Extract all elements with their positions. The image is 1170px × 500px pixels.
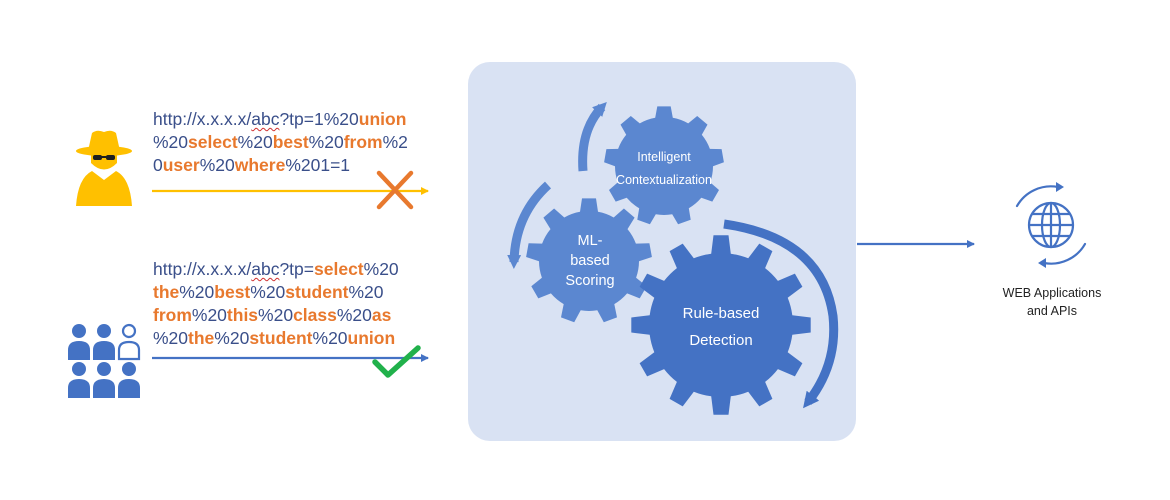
url-segment: %201=1 (285, 155, 351, 175)
url-line: from%20this%20class%20as (153, 304, 399, 327)
gear-intelligent (604, 106, 724, 225)
sql-keyword: best (272, 132, 309, 152)
sql-keyword: the (188, 328, 215, 348)
gear-ml-scoring (526, 198, 652, 323)
hacker-icon (76, 130, 132, 206)
url-segment: %20 (308, 132, 344, 152)
url-line: http://x.x.x.x/abc?tp=1%20union (153, 108, 408, 131)
gear-label-rule-detection: Rule-based Detection (682, 305, 760, 349)
sql-keyword: this (226, 305, 259, 325)
url-segment: %20 (336, 305, 372, 325)
globe-arrowheads (1038, 182, 1064, 268)
url-segment: %20 (312, 328, 348, 348)
sql-keyword: where (234, 155, 286, 175)
url-segment: 0 (153, 155, 163, 175)
url-segment: %20 (179, 282, 215, 302)
allowed-check-icon (372, 345, 421, 378)
rotation-arrow-right (723, 219, 839, 409)
url-line: %20select%20best%20from%2 (153, 131, 408, 154)
url-segment: abc (251, 109, 280, 129)
user-outline-icon (117, 323, 141, 361)
url-segment: %20 (258, 305, 294, 325)
sql-keyword: the (153, 282, 180, 302)
blocked-x-icon (376, 170, 414, 210)
url-segment: %20 (363, 259, 399, 279)
url-segment: http://x.x.x.x/ (153, 259, 252, 279)
url-segment: %20 (191, 305, 227, 325)
sql-keyword: select (188, 132, 238, 152)
url-segment: ?tp= (279, 259, 315, 279)
url-line: http://x.x.x.x/abc?tp=select%20 (153, 258, 399, 281)
url-segment: %2 (382, 132, 408, 152)
sql-keyword: user (162, 155, 200, 175)
gear-rule-detection (631, 235, 811, 415)
sql-keyword: union (358, 109, 407, 129)
sql-keyword: student (285, 282, 349, 302)
url-segment: %20 (237, 132, 273, 152)
sql-keyword: best (214, 282, 251, 302)
sql-keyword: as (371, 305, 392, 325)
url-segment: %20 (153, 132, 189, 152)
url-segment: %20 (199, 155, 235, 175)
malicious-request-url: http://x.x.x.x/abc?tp=1%20union%20select… (153, 108, 408, 177)
gear-label-ml-scoring: ML- based Scoring (565, 233, 615, 289)
url-segment: %20 (250, 282, 286, 302)
sql-keyword: select (314, 259, 364, 279)
url-segment: %20 (348, 282, 384, 302)
users-group-icon (68, 324, 140, 398)
sql-keyword: from (153, 305, 192, 325)
gear-label-intelligent: Intelligent Contextualization (616, 150, 712, 187)
sql-keyword: student (249, 328, 313, 348)
rotation-arrow-top (578, 101, 607, 172)
url-line: the%20best%20student%20 (153, 281, 399, 304)
hacker-glasses-icon (93, 155, 115, 160)
url-segment: http://x.x.x.x/ (153, 109, 252, 129)
sql-keyword: from (343, 132, 383, 152)
sql-keyword: union (347, 328, 396, 348)
url-segment: ?tp=1%20 (279, 109, 359, 129)
url-line: 0user%20where%201=1 (153, 154, 408, 177)
url-segment: %20 (153, 328, 189, 348)
url-line: %20the%20student%20union (153, 327, 399, 350)
web-apps-label: WEB Applications and APIs (1002, 286, 1102, 318)
sql-keyword: class (293, 305, 337, 325)
globe-icon (1015, 185, 1087, 265)
url-segment: %20 (214, 328, 250, 348)
url-segment: abc (251, 259, 280, 279)
rotation-arrow-left (507, 181, 552, 269)
